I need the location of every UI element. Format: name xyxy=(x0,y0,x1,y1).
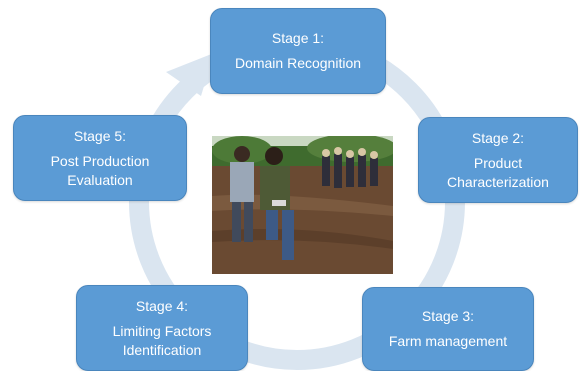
stage-2-label-line-1: Product xyxy=(473,154,523,171)
stage-4-label-line-2: Identification xyxy=(122,341,202,358)
stage-5-label-line-2: Evaluation xyxy=(67,171,133,188)
stage-4-box: Stage 4: Limiting Factors Identification xyxy=(76,285,248,371)
stage-3-title: Stage 3: xyxy=(421,308,475,324)
stage-2-label-line-2: Characterization xyxy=(447,173,549,190)
stage-5-box: Stage 5: Post Production Evaluation xyxy=(13,115,187,201)
stage-1-label: Domain Recognition xyxy=(234,55,362,71)
cycle-arrowhead xyxy=(166,53,214,96)
stage-5-label-line-1: Post Production xyxy=(50,152,150,169)
stage-4-label-line-1: Limiting Factors xyxy=(112,322,212,339)
stage-4-title: Stage 4: xyxy=(135,297,189,314)
stage-1-title: Stage 1: xyxy=(271,30,325,46)
stage-1-box: Stage 1: Domain Recognition xyxy=(210,8,386,94)
center-photo xyxy=(212,136,393,274)
stage-3-label: Farm management xyxy=(388,333,508,349)
stage-2-box: Stage 2: Product Characterization xyxy=(418,117,578,203)
stage-2-title: Stage 2: xyxy=(471,129,525,146)
stage-3-box: Stage 3: Farm management xyxy=(362,287,534,371)
stage-5-title: Stage 5: xyxy=(73,127,127,144)
